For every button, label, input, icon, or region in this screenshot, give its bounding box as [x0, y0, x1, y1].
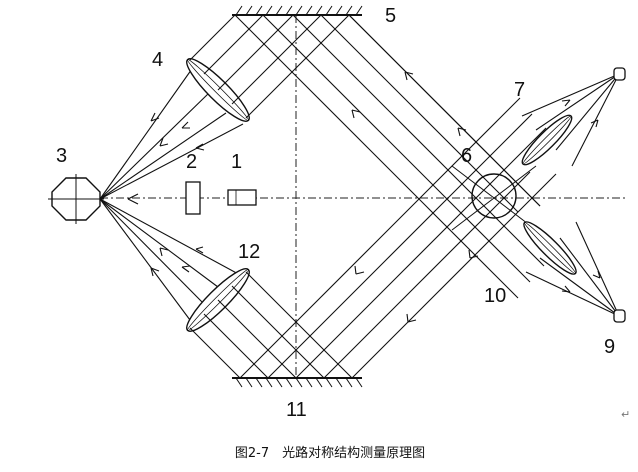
- element-2: [185, 181, 201, 215]
- label-10: 10: [484, 285, 507, 307]
- label-11: 11: [286, 399, 307, 421]
- label-6: 6: [461, 145, 473, 167]
- upper-beam: [189, 14, 545, 299]
- lens-10: [523, 221, 577, 275]
- source-ray-arrows: [150, 112, 205, 277]
- bottom-mirror-11: [232, 377, 363, 388]
- label-9: 9: [604, 336, 616, 358]
- beam-splitter-6: [451, 165, 537, 231]
- element-1: [227, 189, 257, 206]
- receiver-top: [613, 67, 626, 81]
- focus-rays: [521, 73, 620, 317]
- beam-arrows: [351, 71, 479, 323]
- axis-lines: [100, 15, 625, 378]
- lower-beam: [189, 97, 557, 379]
- figure-caption: 图2-7 光路对称结构测量原理图: [234, 446, 426, 461]
- lens-7: [521, 114, 573, 166]
- label-7: 7: [514, 79, 526, 101]
- label-12: 12: [238, 241, 261, 263]
- label-2: 2: [186, 151, 198, 173]
- light-source-3: [48, 174, 104, 224]
- return-mark: ↵: [621, 408, 631, 421]
- label-1: 1: [231, 151, 243, 173]
- axis-arrow: [127, 193, 139, 205]
- label-5: 5: [385, 5, 397, 27]
- source-rays: [99, 65, 244, 321]
- label-4: 4: [152, 49, 164, 71]
- label-3: 3: [56, 145, 68, 167]
- receiver-bottom-9: [613, 309, 626, 323]
- top-mirror-5: [232, 5, 363, 16]
